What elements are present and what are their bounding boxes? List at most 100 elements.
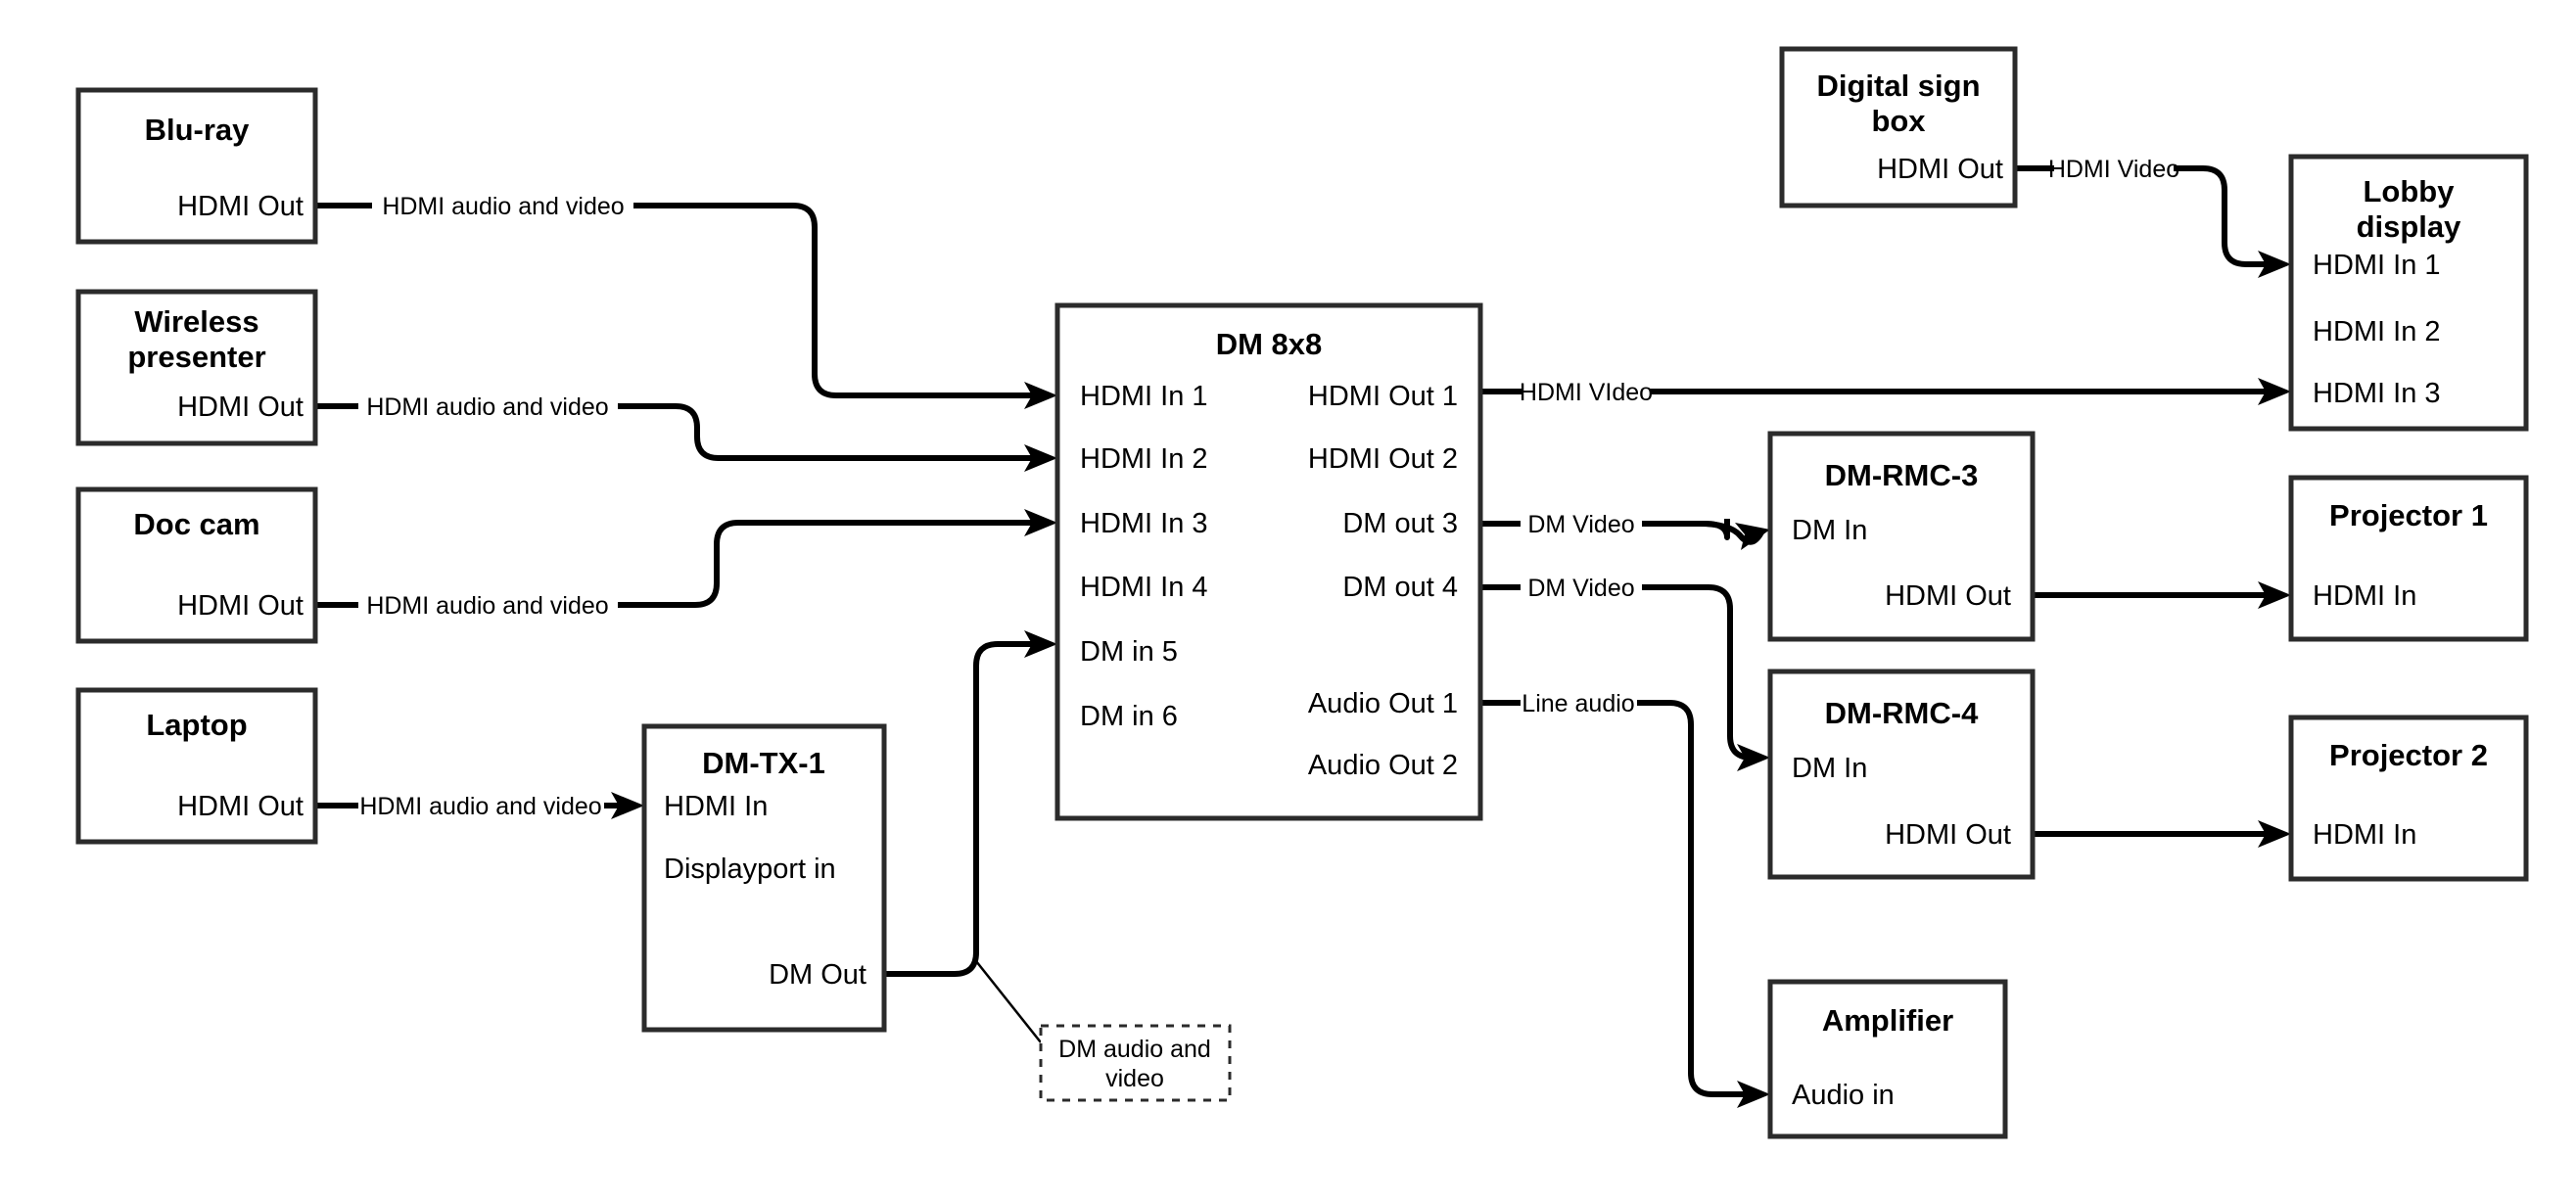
edge-label-line-audio: Line audio <box>1522 690 1634 717</box>
dm-rmc-4-port-dm-in: DM In <box>1792 753 1867 784</box>
arrowhead-dm8x8-in3 <box>1024 509 1057 536</box>
dm-rmc-4-port-hdmi-out: HDMI Out <box>1885 819 2011 851</box>
node-bluray[interactable]: Blu-ray HDMI Out <box>75 87 318 245</box>
lobby-display-box[interactable] <box>2288 154 2529 432</box>
node-amplifier[interactable]: Amplifier Audio in <box>1767 979 2008 1139</box>
doc-cam-port-hdmi-out: HDMI Out <box>177 590 304 622</box>
edge-label-wireless-hdmi-av: HDMI audio and video <box>366 393 608 421</box>
wire-bluray-to-dm8x8-in1 <box>315 203 1050 398</box>
digital-sign-box-title-line1: Digital sign <box>1816 69 1980 103</box>
callout-dm-audio-and-video: DM audio and video <box>1039 1024 1232 1102</box>
lobby-display-port-hdmi-in-3: HDMI In 3 <box>2313 378 2441 409</box>
projector-2-title: Projector 2 <box>2329 738 2488 772</box>
laptop-box[interactable] <box>75 687 318 845</box>
edge-label-dm-video-out4: DM Video <box>1527 575 1634 602</box>
dm-8x8-port-hdmi-in-4: HDMI In 4 <box>1080 572 1208 603</box>
wire-signbox-to-lobby-in1 <box>2015 165 2281 267</box>
dm-audio-video-note-line2: video <box>1105 1065 1164 1092</box>
node-dm-tx-1[interactable]: DM-TX-1 HDMI In Displayport in DM Out <box>641 723 887 1033</box>
dm-8x8-port-hdmi-out-1: HDMI Out 1 <box>1308 381 1458 412</box>
doc-cam-box[interactable] <box>75 486 318 644</box>
wire-wireless-to-dm8x8-in2 <box>315 403 1050 461</box>
node-doc-cam[interactable]: Doc cam HDMI Out <box>75 486 318 644</box>
node-projector-2[interactable]: Projector 2 HDMI In <box>2288 715 2529 882</box>
arrowhead-dm8x8-in5 <box>1024 630 1057 658</box>
dm-8x8-port-dm-in-6: DM in 6 <box>1080 701 1178 732</box>
edge-labels-layer: HDMI audio and video HDMI audio and vide… <box>359 156 2179 820</box>
projector-1-box[interactable] <box>2288 475 2529 642</box>
laptop-port-hdmi-out: HDMI Out <box>177 791 304 822</box>
node-wireless-presenter[interactable]: Wireless presenter HDMI Out <box>75 289 318 446</box>
node-dm-8x8[interactable]: DM 8x8 HDMI In 1 HDMI In 2 HDMI In 3 HDM… <box>1054 302 1483 821</box>
dm-8x8-port-audio-out-2: Audio Out 2 <box>1308 750 1458 781</box>
dm-tx-1-title: DM-TX-1 <box>702 746 825 780</box>
arrowhead-lobby-in1 <box>2258 251 2291 278</box>
dm-8x8-port-dm-in-5: DM in 5 <box>1080 636 1178 668</box>
dm-rmc-4-title: DM-RMC-4 <box>1825 696 1979 730</box>
arrowhead-rmc4-dmin <box>1737 744 1770 771</box>
dm-8x8-port-hdmi-in-2: HDMI In 2 <box>1080 443 1208 475</box>
wireless-presenter-title-line1: Wireless <box>134 304 258 339</box>
dm-rmc-3-port-dm-in: DM In <box>1792 515 1867 546</box>
bluray-title: Blu-ray <box>145 113 251 147</box>
amplifier-box[interactable] <box>1767 979 2008 1139</box>
lobby-display-title-line1: Lobby <box>2364 174 2456 208</box>
lobby-display-port-hdmi-in-2: HDMI In 2 <box>2313 316 2441 347</box>
edge-label-dm-video-out3: DM Video <box>1527 511 1634 538</box>
arrowhead-amp-audioin <box>1737 1081 1770 1108</box>
arrowhead-dm8x8-in2 <box>1024 444 1057 472</box>
node-projector-1[interactable]: Projector 1 HDMI In <box>2288 475 2529 642</box>
arrowhead-proj2-hdmiin <box>2258 820 2291 848</box>
dm-8x8-box[interactable] <box>1054 302 1483 821</box>
amplifier-title: Amplifier <box>1822 1003 1953 1038</box>
wireless-presenter-box[interactable] <box>75 289 318 446</box>
dm-tx-1-box[interactable] <box>641 723 887 1033</box>
dm-tx-1-port-dm-out: DM Out <box>769 959 866 991</box>
wireless-presenter-port-hdmi-out: HDMI Out <box>177 392 304 423</box>
projector-1-title: Projector 1 <box>2329 498 2488 532</box>
lobby-display-title-line2: display <box>2357 209 2462 244</box>
doc-cam-title: Doc cam <box>133 507 259 541</box>
dm-8x8-port-audio-out-1: Audio Out 1 <box>1308 688 1458 719</box>
dm-8x8-port-dm-out-4: DM out 4 <box>1342 572 1458 603</box>
node-lobby-display[interactable]: Lobby display HDMI In 1 HDMI In 2 HDMI I… <box>2288 154 2529 432</box>
amplifier-port-audio-in: Audio in <box>1792 1080 1895 1111</box>
dm-rmc-3-port-hdmi-out: HDMI Out <box>1885 580 2011 612</box>
edge-label-doccam-hdmi-av: HDMI audio and video <box>366 592 608 620</box>
digital-sign-box-title-line2: box <box>1871 104 1926 138</box>
arrowhead-rmc3-dmin <box>1735 523 1770 550</box>
arrowhead-proj1-hdmiin <box>2258 581 2291 609</box>
bluray-port-hdmi-out: HDMI Out <box>177 191 304 222</box>
projector-2-box[interactable] <box>2288 715 2529 882</box>
arrowhead-dm8x8-in1 <box>1024 382 1057 409</box>
digital-sign-box-port-hdmi-out: HDMI Out <box>1877 154 2003 185</box>
leader-dm-audio-video-note <box>975 960 1042 1043</box>
dm-rmc-4-box[interactable] <box>1767 669 2036 880</box>
arrowhead-lobby-in3 <box>2258 378 2291 405</box>
laptop-title: Laptop <box>146 708 247 742</box>
dm-audio-video-note-box <box>1039 1024 1232 1102</box>
wire-dm8x8-out4-to-rmc4 <box>1480 584 1762 761</box>
dm-8x8-port-dm-out-3: DM out 3 <box>1342 508 1458 539</box>
lobby-display-port-hdmi-in-1: HDMI In 1 <box>2313 250 2441 281</box>
node-dm-rmc-3[interactable]: DM-RMC-3 DM In HDMI Out <box>1767 431 2036 642</box>
dm-audio-video-note-line1: DM audio and <box>1058 1036 1211 1063</box>
node-laptop[interactable]: Laptop HDMI Out <box>75 687 318 845</box>
wire-dm8x8-audioout1-to-amp <box>1480 700 1762 1097</box>
node-digital-sign-box[interactable]: Digital sign box HDMI Out <box>1779 46 2018 208</box>
edge-label-hdmi-video-signbox: HDMI Video <box>2048 156 2179 183</box>
dm-8x8-port-hdmi-in-3: HDMI In 3 <box>1080 508 1208 539</box>
dm-rmc-3-box[interactable] <box>1767 431 2036 642</box>
dm-8x8-port-hdmi-in-1: HDMI In 1 <box>1080 381 1208 412</box>
edge-label-hdmi-video-out1: HDMI VIdeo <box>1520 379 1653 406</box>
dm-rmc-3-title: DM-RMC-3 <box>1825 458 1979 492</box>
edge-label-laptop-hdmi-av: HDMI audio and video <box>359 793 601 820</box>
wire-doccam-to-dm8x8-in3 <box>315 520 1050 608</box>
projector-1-port-hdmi-in: HDMI In <box>2313 580 2416 612</box>
bluray-box[interactable] <box>75 87 318 245</box>
dm-8x8-title: DM 8x8 <box>1216 327 1323 361</box>
node-dm-rmc-4[interactable]: DM-RMC-4 DM In HDMI Out <box>1767 669 2036 880</box>
dm-8x8-port-hdmi-out-2: HDMI Out 2 <box>1308 443 1458 475</box>
digital-sign-box-box[interactable] <box>1779 46 2018 208</box>
